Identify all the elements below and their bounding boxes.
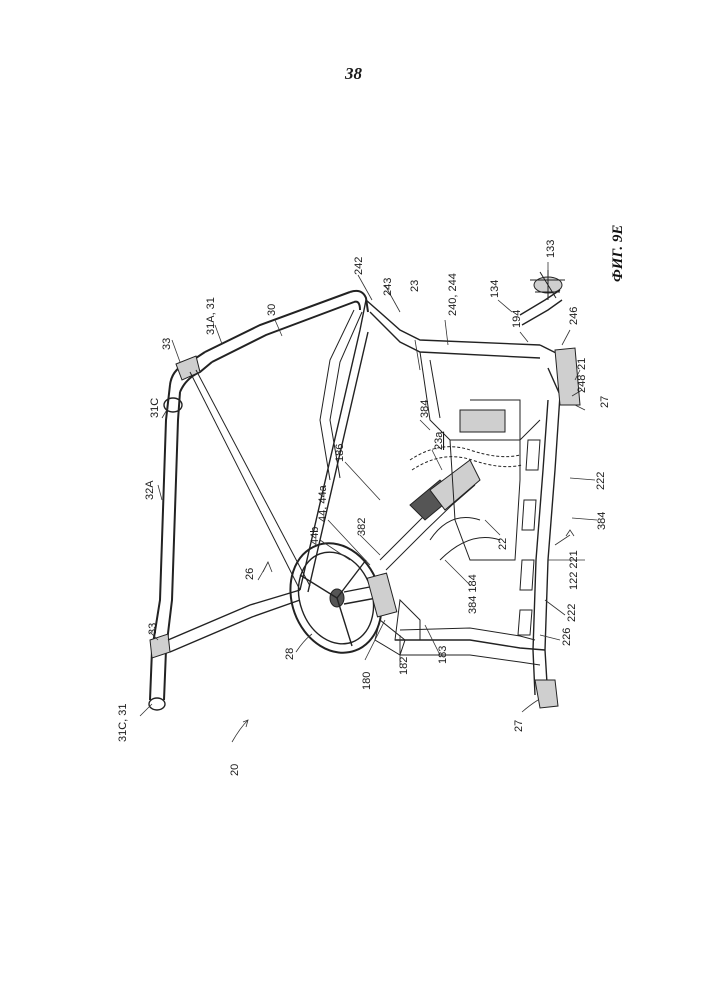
vehicle-body (366, 300, 580, 708)
label-182: 182 (398, 657, 410, 675)
rear-mount-assembly (520, 270, 565, 325)
label-382: 382 (356, 518, 368, 536)
label-242: 242 (353, 257, 365, 275)
label-23: 23 (409, 280, 421, 292)
label-32a: 32A (144, 480, 156, 500)
label-243: 243 (382, 278, 394, 296)
reference-labels: 20 31C, 31 33 28 26 32A 31C 33 31A, 31 3… (117, 240, 611, 776)
label-122-221: 122 221 (568, 550, 580, 590)
steering-column-assembly (367, 460, 480, 655)
label-20: 20 (229, 764, 241, 776)
label-246: 246 (568, 307, 580, 325)
roof-frame (149, 291, 368, 710)
label-186: 186 (334, 444, 346, 462)
label-23a: 23a (433, 431, 445, 450)
label-26: 26 (244, 568, 256, 580)
label-134: 134 (489, 280, 501, 298)
label-194: 194 (511, 310, 523, 328)
label-22: 22 (497, 538, 509, 550)
label-28: 28 (284, 648, 296, 660)
label-248: 248 (576, 375, 588, 393)
figure-caption: ФИГ. 9Е (610, 225, 626, 282)
label-180: 180 (361, 672, 373, 690)
label-384-184: 384 184 (467, 574, 479, 614)
label-44-44a: 44, 44a (317, 484, 329, 522)
label-31a-31: 31A, 31 (205, 297, 217, 335)
label-384-right: 384 (596, 512, 608, 530)
label-27-right: 27 (599, 396, 611, 408)
label-33-top: 33 (161, 338, 173, 350)
label-44b: 44b (309, 527, 321, 545)
label-183: 183 (437, 646, 449, 664)
label-21: 21 (576, 358, 588, 370)
label-226: 226 (561, 628, 573, 646)
label-222-top: 222 (595, 472, 607, 490)
label-384-top: 384 (419, 400, 431, 418)
label-240-244: 240, 244 (447, 273, 459, 316)
label-33-bottom: 33 (147, 623, 159, 635)
label-222-bottom: 222 (566, 604, 578, 622)
label-133: 133 (545, 240, 557, 258)
label-30: 30 (266, 304, 278, 316)
label-27-left: 27 (513, 720, 525, 732)
label-31c-31-bottom: 31C, 31 (117, 703, 129, 742)
label-31c-top: 31C (149, 398, 161, 418)
arrow-26 (263, 562, 272, 572)
